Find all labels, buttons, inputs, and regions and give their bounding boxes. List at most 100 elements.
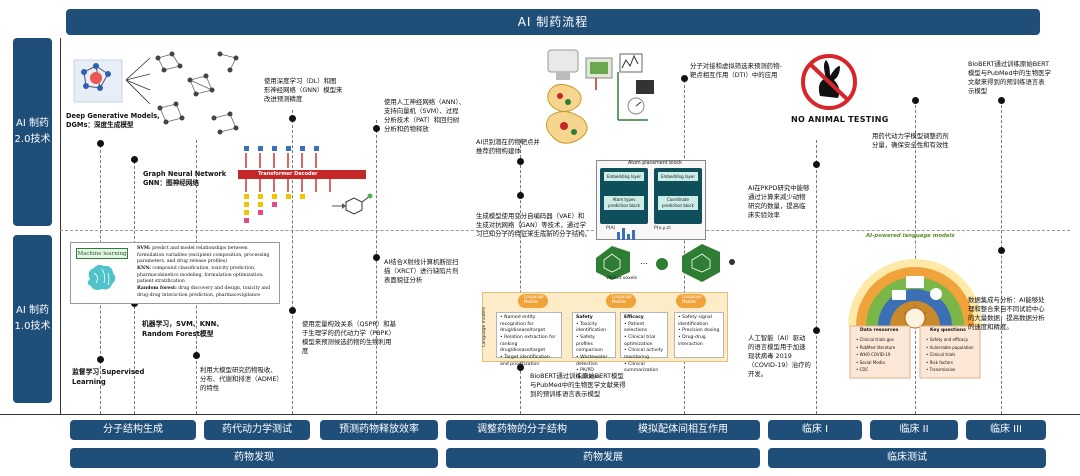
note-xrct: AI结合X射线计算机断层扫 描（XRCT）进行缺陷片剂 表面貌征分析 — [384, 258, 459, 284]
connector — [915, 100, 916, 414]
fan-left-rows: • Clinical trials.gov• PubMed literature… — [856, 336, 895, 374]
dot-xrct — [373, 254, 380, 261]
lm-col2a-item-1: • Toxicity identification — [576, 321, 607, 334]
dot-bert2 — [998, 97, 1005, 104]
dot-pkpd2 — [912, 97, 919, 104]
atom-model-title: Atom placement block — [628, 161, 682, 166]
vertical-axis — [60, 38, 61, 415]
note-covid: 人工智能（AI）驱动 的语言模型用于加速 现状病毒 2019 （COVID-19… — [748, 334, 811, 378]
ml-item-rf: Random forest: drug discovery and design… — [134, 284, 278, 301]
phase-drug-discovery: 药物发现 — [70, 448, 438, 468]
ml-item-rf-value: drug discovery and design, toxicity and … — [137, 286, 271, 298]
dot-vae — [517, 192, 524, 199]
bar-histogram-image — [617, 228, 635, 240]
voxel-molecules-image: … — [596, 244, 735, 282]
fan-left-row-2: • WHO COVID-19 — [856, 352, 891, 358]
fan-left-row-4: • CDC — [856, 367, 869, 373]
side-label-ai2: AI 制药 2.0技术 — [13, 38, 52, 226]
dgm-molecule-image — [73, 57, 151, 105]
fan-right-row-3: • Risk factors — [926, 359, 953, 365]
note-pocket: AI识别潜在药物靶点并 推荐药物构建体 — [476, 138, 540, 155]
dot-adme — [193, 352, 200, 359]
atom-types-label: Atom types prediction block — [604, 196, 644, 210]
ml-item-knn-key: KNN: — [137, 266, 151, 271]
fan-right-row-2: • Clinical trials — [926, 352, 956, 358]
dot-integ — [998, 247, 1005, 254]
note-qspr: 使用定量构效关系（QSPR）和基 于生理学的药代动力学（PBPK） 模型来预测候… — [302, 320, 397, 355]
fan-right-rows: • Safety and efficacy• Vulnerable popula… — [926, 336, 974, 374]
connector — [1001, 100, 1002, 414]
note-pkpd1: AI在PKPD研究中能够 通过计算来减少动物 研究的数量，提高临 床实验效率 — [748, 184, 810, 219]
brain-icon — [87, 264, 116, 290]
dot-dti — [681, 75, 688, 82]
connector — [376, 120, 377, 414]
connector — [684, 80, 685, 414]
covid-fan-image — [848, 259, 982, 379]
dot-gnn — [131, 156, 138, 163]
stage-adjust-structure: 调整药物的分子结构 — [446, 420, 598, 440]
era-divider — [60, 230, 1070, 231]
lm-col2b: Efficacy• Patient selections• Clinical t… — [620, 312, 668, 373]
stage-release-prediction: 预测药物释放效率 — [320, 420, 438, 440]
lm-col1: • Named entity recognition for drug/dise… — [496, 312, 562, 367]
ml-item-svm-key: SVM: — [137, 246, 151, 251]
note-vae: 生成模型使用变分自编码器（VAE）和 生成对抗网络（GAN）等技术，通过学 习已… — [476, 212, 592, 238]
stage-clinical-2: 临床 II — [870, 420, 958, 440]
lm-col2a-item-2: • Safety profiles comparison — [576, 334, 603, 354]
fan-right-head: Key questions — [930, 328, 966, 333]
lm-head-2: Language Models — [612, 294, 632, 304]
lm-col2b-item-3: • Clinical activity monitoring — [624, 348, 664, 360]
phase-clinical-testing: 临床测试 — [768, 448, 1046, 468]
note-dgm: Deep Generative Models, DGMs：深度生成模型 — [66, 112, 160, 130]
prob-xyz-label: P(x,y,z) — [654, 226, 671, 231]
note-integ: 数据集成与分析：AI能够处 理和整合来自不同试验中心 的大量数据，提高数据分析 … — [968, 296, 1045, 331]
fan-left-row-3: • Social Media — [856, 359, 885, 365]
lm-col2a: Safety• Toxicity identification• Safety … — [572, 312, 616, 380]
transformer-decoder-image — [238, 146, 373, 223]
phase-drug-development: 药物发展 — [446, 448, 760, 468]
stage-pk-test: 药代动力学测试 — [204, 420, 310, 440]
prob-a-label: P(A) — [606, 226, 616, 231]
svg-text:…: … — [640, 257, 648, 266]
lm-col3: • Safety signal identification• Precisio… — [674, 312, 724, 358]
lab-equipment-image — [546, 49, 654, 144]
note-bert1: BioBERT通过训练原始BERT模型 与PubMed中的生物医学文献来得 到的… — [530, 372, 626, 398]
ml-item-knn: KNN: compound classification, toxicity p… — [134, 264, 278, 288]
note-gnn: Graph Neural Network GNN：图神经网络 — [143, 170, 227, 188]
side-label-ai1: AI 制药 1.0技术 — [13, 235, 52, 403]
lm-col1-item-1: • Relation extraction for ranking drug/d… — [500, 334, 556, 354]
stage-molecular-generation: 分子结构生成 — [70, 420, 196, 440]
lm-badge-1 — [518, 294, 548, 308]
stage-ligand-interaction: 模拟配体间相互作用 — [606, 420, 760, 440]
note-bert2: BioBERT通过训练原始BERT 模型与PubMed中的生物医学 文献来得到的… — [968, 60, 1051, 95]
connector — [520, 140, 521, 414]
vacant-voxels-label: Vacant voxels — [606, 276, 637, 281]
connector — [816, 140, 817, 414]
lm-col2b-item-1: • Patient selections — [624, 321, 648, 334]
ml-item-svm: SVM: predict and model relationships bet… — [134, 244, 278, 268]
fan-title: AI-powered language models — [866, 233, 955, 239]
title-bar: AI 制药流程 — [66, 9, 1040, 35]
lm-badge-2 — [606, 294, 636, 308]
lm-col2b-item-2: • Clinical trial optimization — [624, 334, 656, 347]
no-animal-testing-image — [801, 54, 857, 110]
lm-col3-item-2: • Drug-drug interaction — [678, 334, 706, 347]
stage-clinical-3: 临床 III — [966, 420, 1046, 440]
note-ml: 机器学习，SVM、KNN、 Random Forest模型 — [142, 320, 224, 338]
lm-col2b-item-0: Efficacy — [624, 315, 644, 320]
ml-item-knn-value: compound classification, toxicity predic… — [137, 266, 264, 285]
ml-title: Machine learning — [76, 248, 128, 259]
fan-left-row-0: • Clinical trials.gov — [856, 337, 894, 342]
dot-covid — [813, 327, 820, 334]
lm-col1-item-2: • Target identification and prioritizati… — [500, 354, 550, 367]
embedding-layer-left: Embedding layer — [604, 172, 644, 181]
gnn-graph-image — [155, 51, 239, 135]
note-dl: 使用深度学习（DL）和图 形神经网络（GNN）模型来 改进预测精度 — [264, 77, 343, 103]
lm-col1-item-0: • Named entity recognition for drug/dise… — [500, 315, 546, 334]
note-dti: 分子对接和虚拟筛选来预测药物- 靶点相互作用（DTI）中的应用 — [690, 62, 782, 79]
dot-pocket — [517, 158, 524, 165]
ml-item-rf-key: Random forest: — [137, 286, 177, 291]
note-ann: 使用人工神经网络（ANN）、 支持向量机（SVM）、过程 分析技术（PAT）和回… — [384, 98, 466, 133]
note-adme: 利用大模型研究药物吸收、 分布、代谢和排泄（ADME） 的特性 — [200, 366, 283, 392]
transformer-label: Transformer Decoder — [258, 171, 318, 177]
